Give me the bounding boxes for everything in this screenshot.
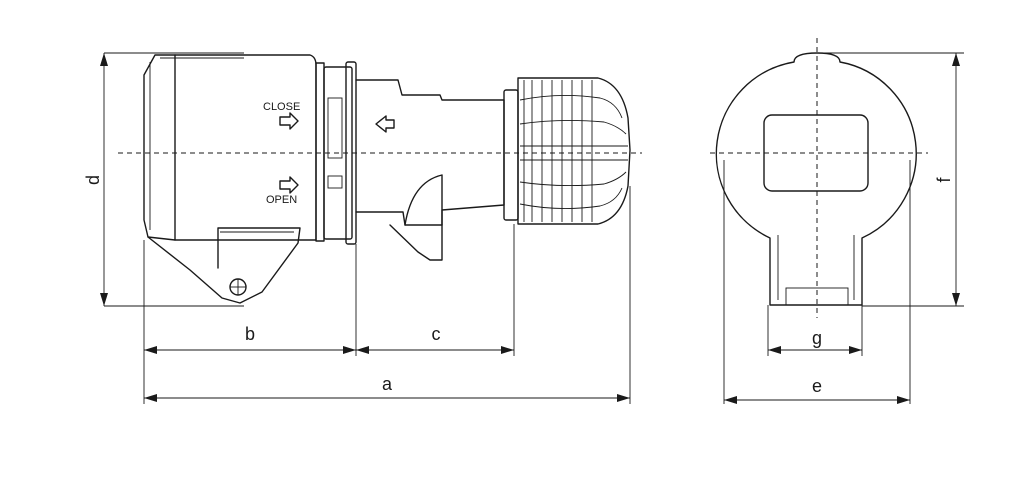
window-slot-small	[327, 175, 343, 189]
dimension-lines	[100, 52, 964, 404]
front-slot	[785, 287, 849, 306]
collar-ring-1	[315, 62, 325, 242]
dim-label-d: d	[83, 175, 103, 185]
open-label: OPEN	[266, 194, 297, 206]
front-outline	[715, 52, 917, 306]
side-view: CLOSE OPEN	[118, 54, 642, 304]
gland-ribs	[519, 80, 628, 222]
collar-ring-2	[323, 66, 353, 240]
close-label: CLOSE	[263, 101, 300, 113]
front-cap	[143, 54, 176, 241]
close-arrow-icon	[279, 112, 299, 130]
collar-ring-3	[345, 61, 357, 245]
neck-arrow-icon	[375, 115, 395, 133]
gland-body	[517, 77, 631, 225]
window-slot	[327, 97, 343, 159]
dim-label-g: g	[812, 328, 822, 348]
main-housing	[174, 54, 317, 241]
dim-label-c: c	[432, 324, 441, 344]
open-arrow-icon	[279, 176, 299, 194]
dim-label-f: f	[934, 177, 954, 183]
gland-nut	[503, 89, 519, 221]
strain-lever	[389, 224, 443, 261]
neck-skirt	[404, 174, 443, 226]
dim-label-e: e	[812, 376, 822, 396]
front-window	[763, 114, 869, 192]
dim-label-b: b	[245, 324, 255, 344]
hinged-lid	[147, 227, 301, 304]
dim-label-a: a	[382, 374, 393, 394]
front-view	[710, 38, 928, 318]
